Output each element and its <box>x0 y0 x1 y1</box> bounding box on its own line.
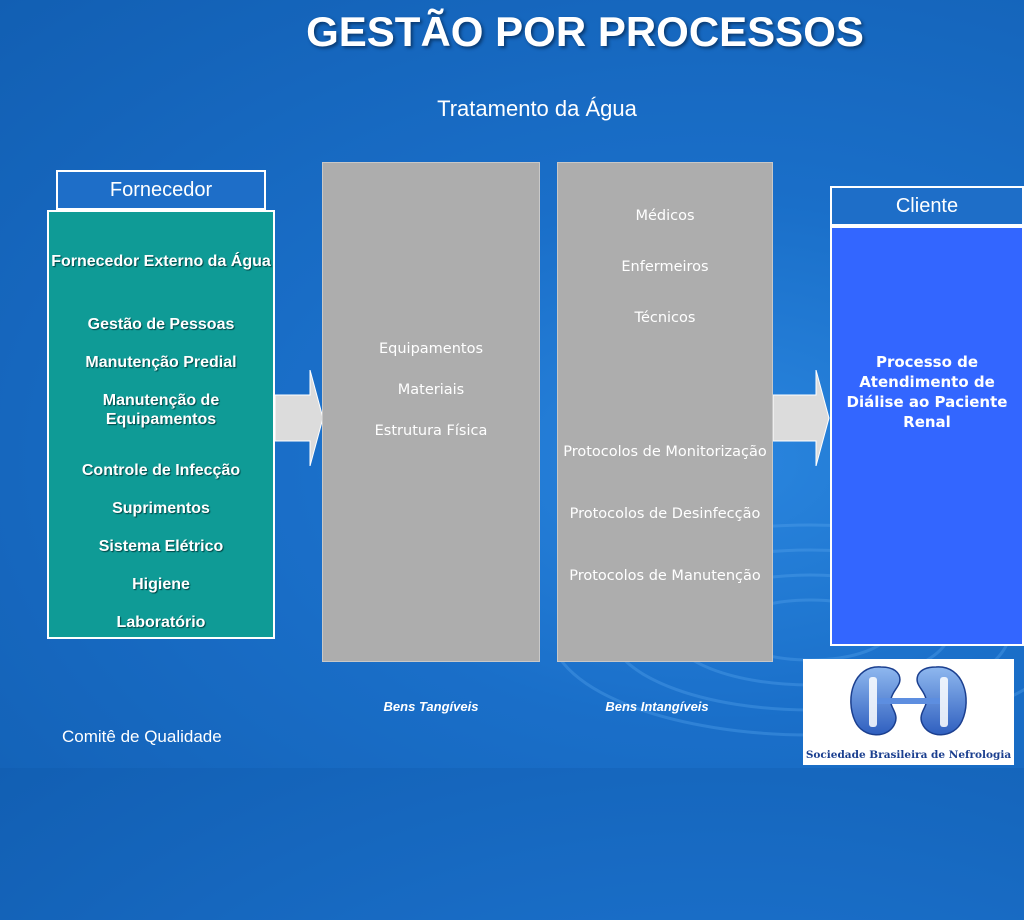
supplier-box: Fornecedor Externo da Água Gestão de Pes… <box>47 210 275 639</box>
supplier-item: Gestão de Pessoas <box>87 316 235 333</box>
intangible-goods-caption: Bens Intangíveis <box>605 699 709 714</box>
tangible-item: Estrutura Física <box>374 423 488 439</box>
intangible-item: Protocolos de Manutenção <box>569 568 761 584</box>
supplier-item: Higiene <box>132 576 190 593</box>
intangible-item: Médicos <box>635 208 695 224</box>
supplier-item: Sistema Elétrico <box>98 538 224 555</box>
client-process: Processo de Atendimento de Diálise ao Pa… <box>846 353 1008 431</box>
supplier-item: Laboratório <box>116 614 206 631</box>
intangible-item: Técnicos <box>634 310 696 326</box>
intangible-item: Protocolos de Monitorização <box>563 444 767 460</box>
supplier-item: Manutenção Predial <box>85 354 237 371</box>
tangible-goods-box: Equipamentos Materiais Estrutura Física <box>322 162 540 662</box>
tangible-item: Materiais <box>397 382 465 398</box>
intangible-item: Enfermeiros <box>621 259 709 275</box>
tangible-item: Equipamentos <box>378 341 484 357</box>
sbn-logo: Sociedade Brasileira de Nefrologia <box>803 659 1014 765</box>
intangible-item: Protocolos de Desinfecção <box>569 506 761 522</box>
fornecedor-label: Fornecedor <box>56 170 266 210</box>
logo-caption: Sociedade Brasileira de Nefrologia <box>805 749 1012 761</box>
supplier-item: Manutenção de Equipamentos <box>102 392 220 428</box>
intangible-goods-box: Médicos Enfermeiros Técnicos Protocolos … <box>557 162 773 662</box>
supplier-item: Suprimentos <box>112 500 210 517</box>
arrow-right-icon <box>773 370 830 466</box>
arrow-right-icon <box>275 370 324 466</box>
page-subtitle: Tratamento da Água <box>437 96 637 121</box>
cliente-label: Cliente <box>830 186 1024 226</box>
tangible-goods-caption: Bens Tangíveis <box>383 699 479 714</box>
kidney-logo-icon <box>850 666 967 736</box>
supplier-item: Controle de Infecção <box>81 462 241 479</box>
footer-text: Comitê de Qualidade <box>62 727 222 746</box>
supplier-item: Fornecedor Externo da Água <box>51 253 271 270</box>
page-title: GESTÃO POR PROCESSOS <box>306 8 864 55</box>
client-box: Processo de Atendimento de Diálise ao Pa… <box>830 226 1024 646</box>
